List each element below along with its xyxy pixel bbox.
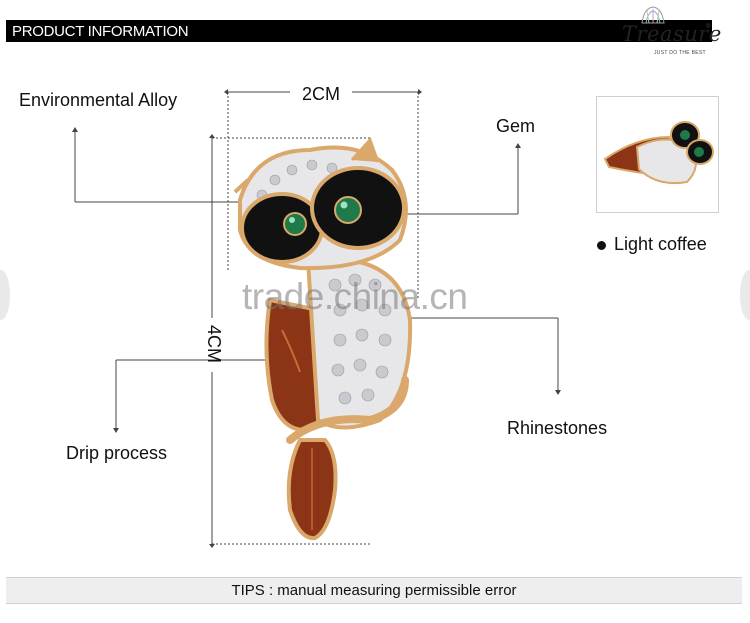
tips-bar: TIPS : manual measuring permissible erro… <box>6 577 742 604</box>
brand-tagline: JUST DO THE BEST <box>654 50 706 56</box>
tips-text: TIPS : manual measuring permissible erro… <box>231 582 517 599</box>
brand-name: Treasure <box>622 22 722 46</box>
label-height: 4CM <box>204 325 224 364</box>
right-glow <box>740 270 750 320</box>
header-title: PRODUCT INFORMATION <box>12 23 189 40</box>
color-option-name: Light coffee <box>614 234 707 254</box>
owl-body <box>233 137 413 541</box>
color-thumbnail[interactable] <box>596 96 719 213</box>
bullet-icon <box>597 241 606 251</box>
label-rhinestones: Rhinestones <box>507 418 608 438</box>
left-glow <box>0 270 10 320</box>
brand-fan-icon <box>641 6 665 24</box>
label-environmental-alloy: Environmental Alloy <box>19 90 178 110</box>
color-option[interactable]: Light coffee <box>597 234 707 255</box>
product-information-header: PRODUCT INFORMATION <box>6 20 712 42</box>
thumbnail-owl-image <box>603 121 714 185</box>
label-drip-process: Drip process <box>66 443 168 463</box>
label-width: 2CM <box>302 84 341 104</box>
label-gem: Gem <box>496 116 536 136</box>
brand-logo: Treasure ® JUST DO THE BEST <box>616 4 721 60</box>
watermark-text: trade.china.cn <box>242 276 468 317</box>
brand-registered: ® <box>706 24 711 30</box>
